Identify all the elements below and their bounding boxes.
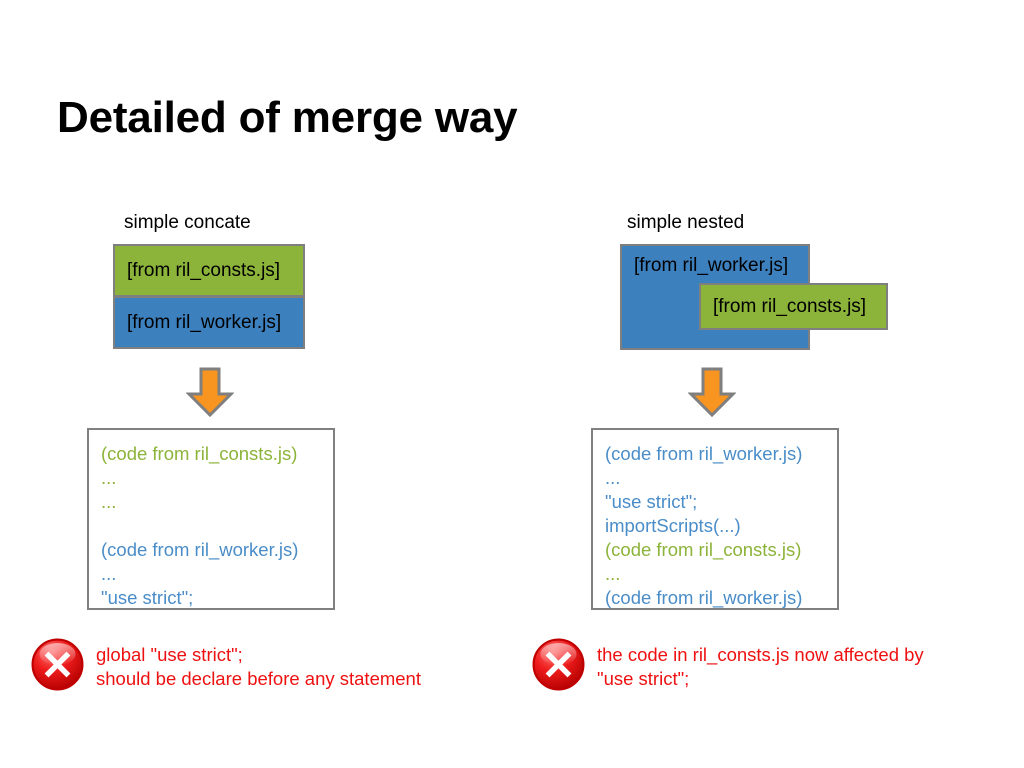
source-box-label: [from ril_consts.js] — [127, 259, 281, 281]
error-cross-icon — [532, 638, 585, 691]
error-note-line: "use strict"; — [597, 668, 690, 689]
code-line: (code from ril_worker.js) — [605, 443, 803, 464]
source-box-label: [from ril_consts.js] — [713, 295, 867, 317]
code-line: ... — [101, 491, 117, 512]
source-box-label: [from ril_worker.js] — [127, 311, 282, 333]
error-note-line: should be declare before any statement — [96, 668, 421, 689]
page-title: Detailed of merge way — [57, 93, 518, 142]
error-note-text: the code in ril_consts.js now affected b… — [597, 643, 924, 691]
source-box-consts-concate: [from ril_consts.js] — [113, 244, 305, 297]
error-note-line: the code in ril_consts.js now affected b… — [597, 644, 924, 665]
error-note-nested: the code in ril_consts.js now affected b… — [531, 637, 924, 692]
error-note-line: global "use strict"; — [96, 644, 243, 665]
error-cross-icon — [31, 638, 84, 691]
source-box-label: [from ril_worker.js] — [634, 255, 789, 276]
code-line: importScripts(...) — [605, 515, 741, 536]
arrow-down-icon — [688, 367, 736, 417]
column-label-simple-concate: simple concate — [124, 212, 251, 233]
code-line: "use strict"; — [101, 587, 194, 608]
code-line: (code from ril_worker.js) — [101, 539, 299, 560]
error-note-concate: global "use strict"; should be declare b… — [30, 637, 421, 692]
code-line: (code from ril_consts.js) — [605, 539, 802, 560]
code-line: "use strict"; — [605, 491, 698, 512]
code-line: ... — [605, 563, 621, 584]
source-box-consts-nested: [from ril_consts.js] — [699, 283, 888, 330]
arrow-down-icon — [186, 367, 234, 417]
result-code-block-nested: (code from ril_worker.js) ... "use stric… — [591, 428, 839, 610]
column-label-simple-nested: simple nested — [627, 212, 745, 233]
code-line: ... — [101, 563, 117, 584]
error-note-text: global "use strict"; should be declare b… — [96, 643, 421, 691]
result-code-block-concate: (code from ril_consts.js) ... ... (code … — [87, 428, 335, 610]
code-line: ... — [101, 467, 117, 488]
code-line: (code from ril_worker.js) — [605, 587, 803, 608]
code-line: (code from ril_consts.js) — [101, 443, 298, 464]
code-line: ... — [605, 467, 621, 488]
source-box-worker-concate: [from ril_worker.js] — [113, 296, 305, 349]
